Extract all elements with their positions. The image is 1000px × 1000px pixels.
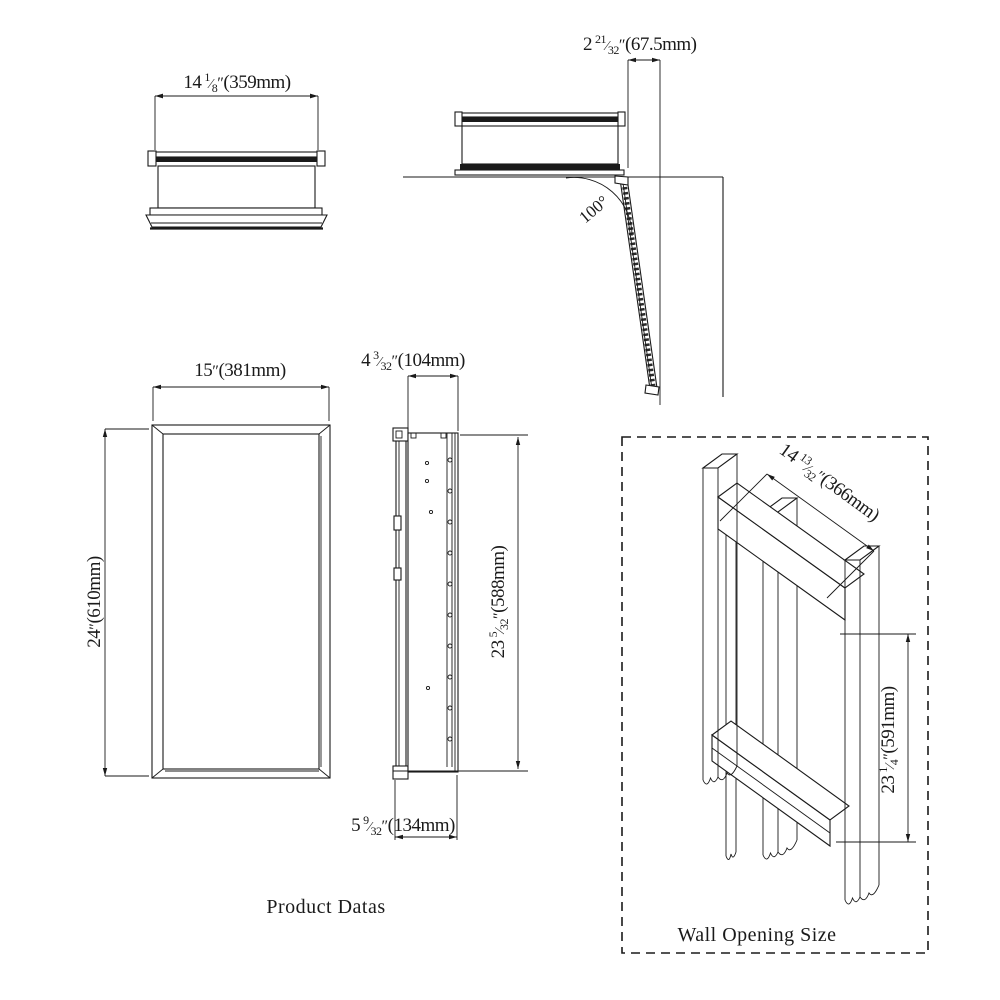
door-front-profile [145, 214, 328, 228]
bottom-dim [394, 775, 458, 840]
cabinet-side-body [407, 432, 459, 773]
door-tip-cap [644, 384, 660, 396]
extension-lines [627, 60, 661, 405]
cabinet-body [461, 125, 619, 165]
right-cap [617, 111, 626, 127]
dim-wall-opening-width: 1413⁄32″(366mm) [774, 438, 884, 528]
top-hinge [392, 427, 409, 442]
product-datas-label: Product Datas [266, 896, 385, 918]
angle-arc [565, 177, 633, 237]
hinge-detail [393, 515, 402, 531]
bevel-miters [151, 424, 331, 779]
frame-flange [149, 207, 323, 216]
cabinet-body-top [157, 165, 316, 209]
mirror-inner-frame [162, 433, 320, 770]
base-plate [454, 169, 625, 176]
hinge-detail [393, 567, 402, 581]
front-view: 15″(381mm) 24″(610mm) [84, 360, 331, 779]
right-cap [316, 150, 326, 167]
dim-wall-opening-height: 231⁄4″(591mm) [876, 686, 901, 793]
depth-dim [407, 375, 459, 431]
door-hatching [621, 181, 656, 387]
wall-opening-label: Wall Opening Size [677, 924, 836, 946]
left-cap [147, 150, 157, 167]
wall-opening-panel: Wall Opening Size [621, 436, 929, 954]
width-dim-line [766, 473, 875, 552]
wall-line [403, 176, 724, 397]
bottom-hinge [392, 765, 409, 780]
extension-lines [393, 434, 528, 772]
wall-framing [701, 453, 881, 905]
extension-lines [154, 96, 319, 150]
left-cap [454, 111, 463, 127]
height-dim [836, 633, 916, 843]
dim-side-height: 235⁄32″(588mm) [486, 545, 511, 658]
angle-label: 100° [575, 192, 612, 227]
dim-front-height: 24″(610mm) [84, 556, 105, 648]
dashed-border [621, 436, 929, 954]
width-extension-lines [719, 473, 875, 599]
hinge [614, 175, 629, 186]
extension-lines [152, 387, 330, 421]
dim-front-width: 15″(381mm) [194, 360, 286, 381]
door-edge [395, 428, 407, 779]
mounting-holes [424, 457, 453, 742]
